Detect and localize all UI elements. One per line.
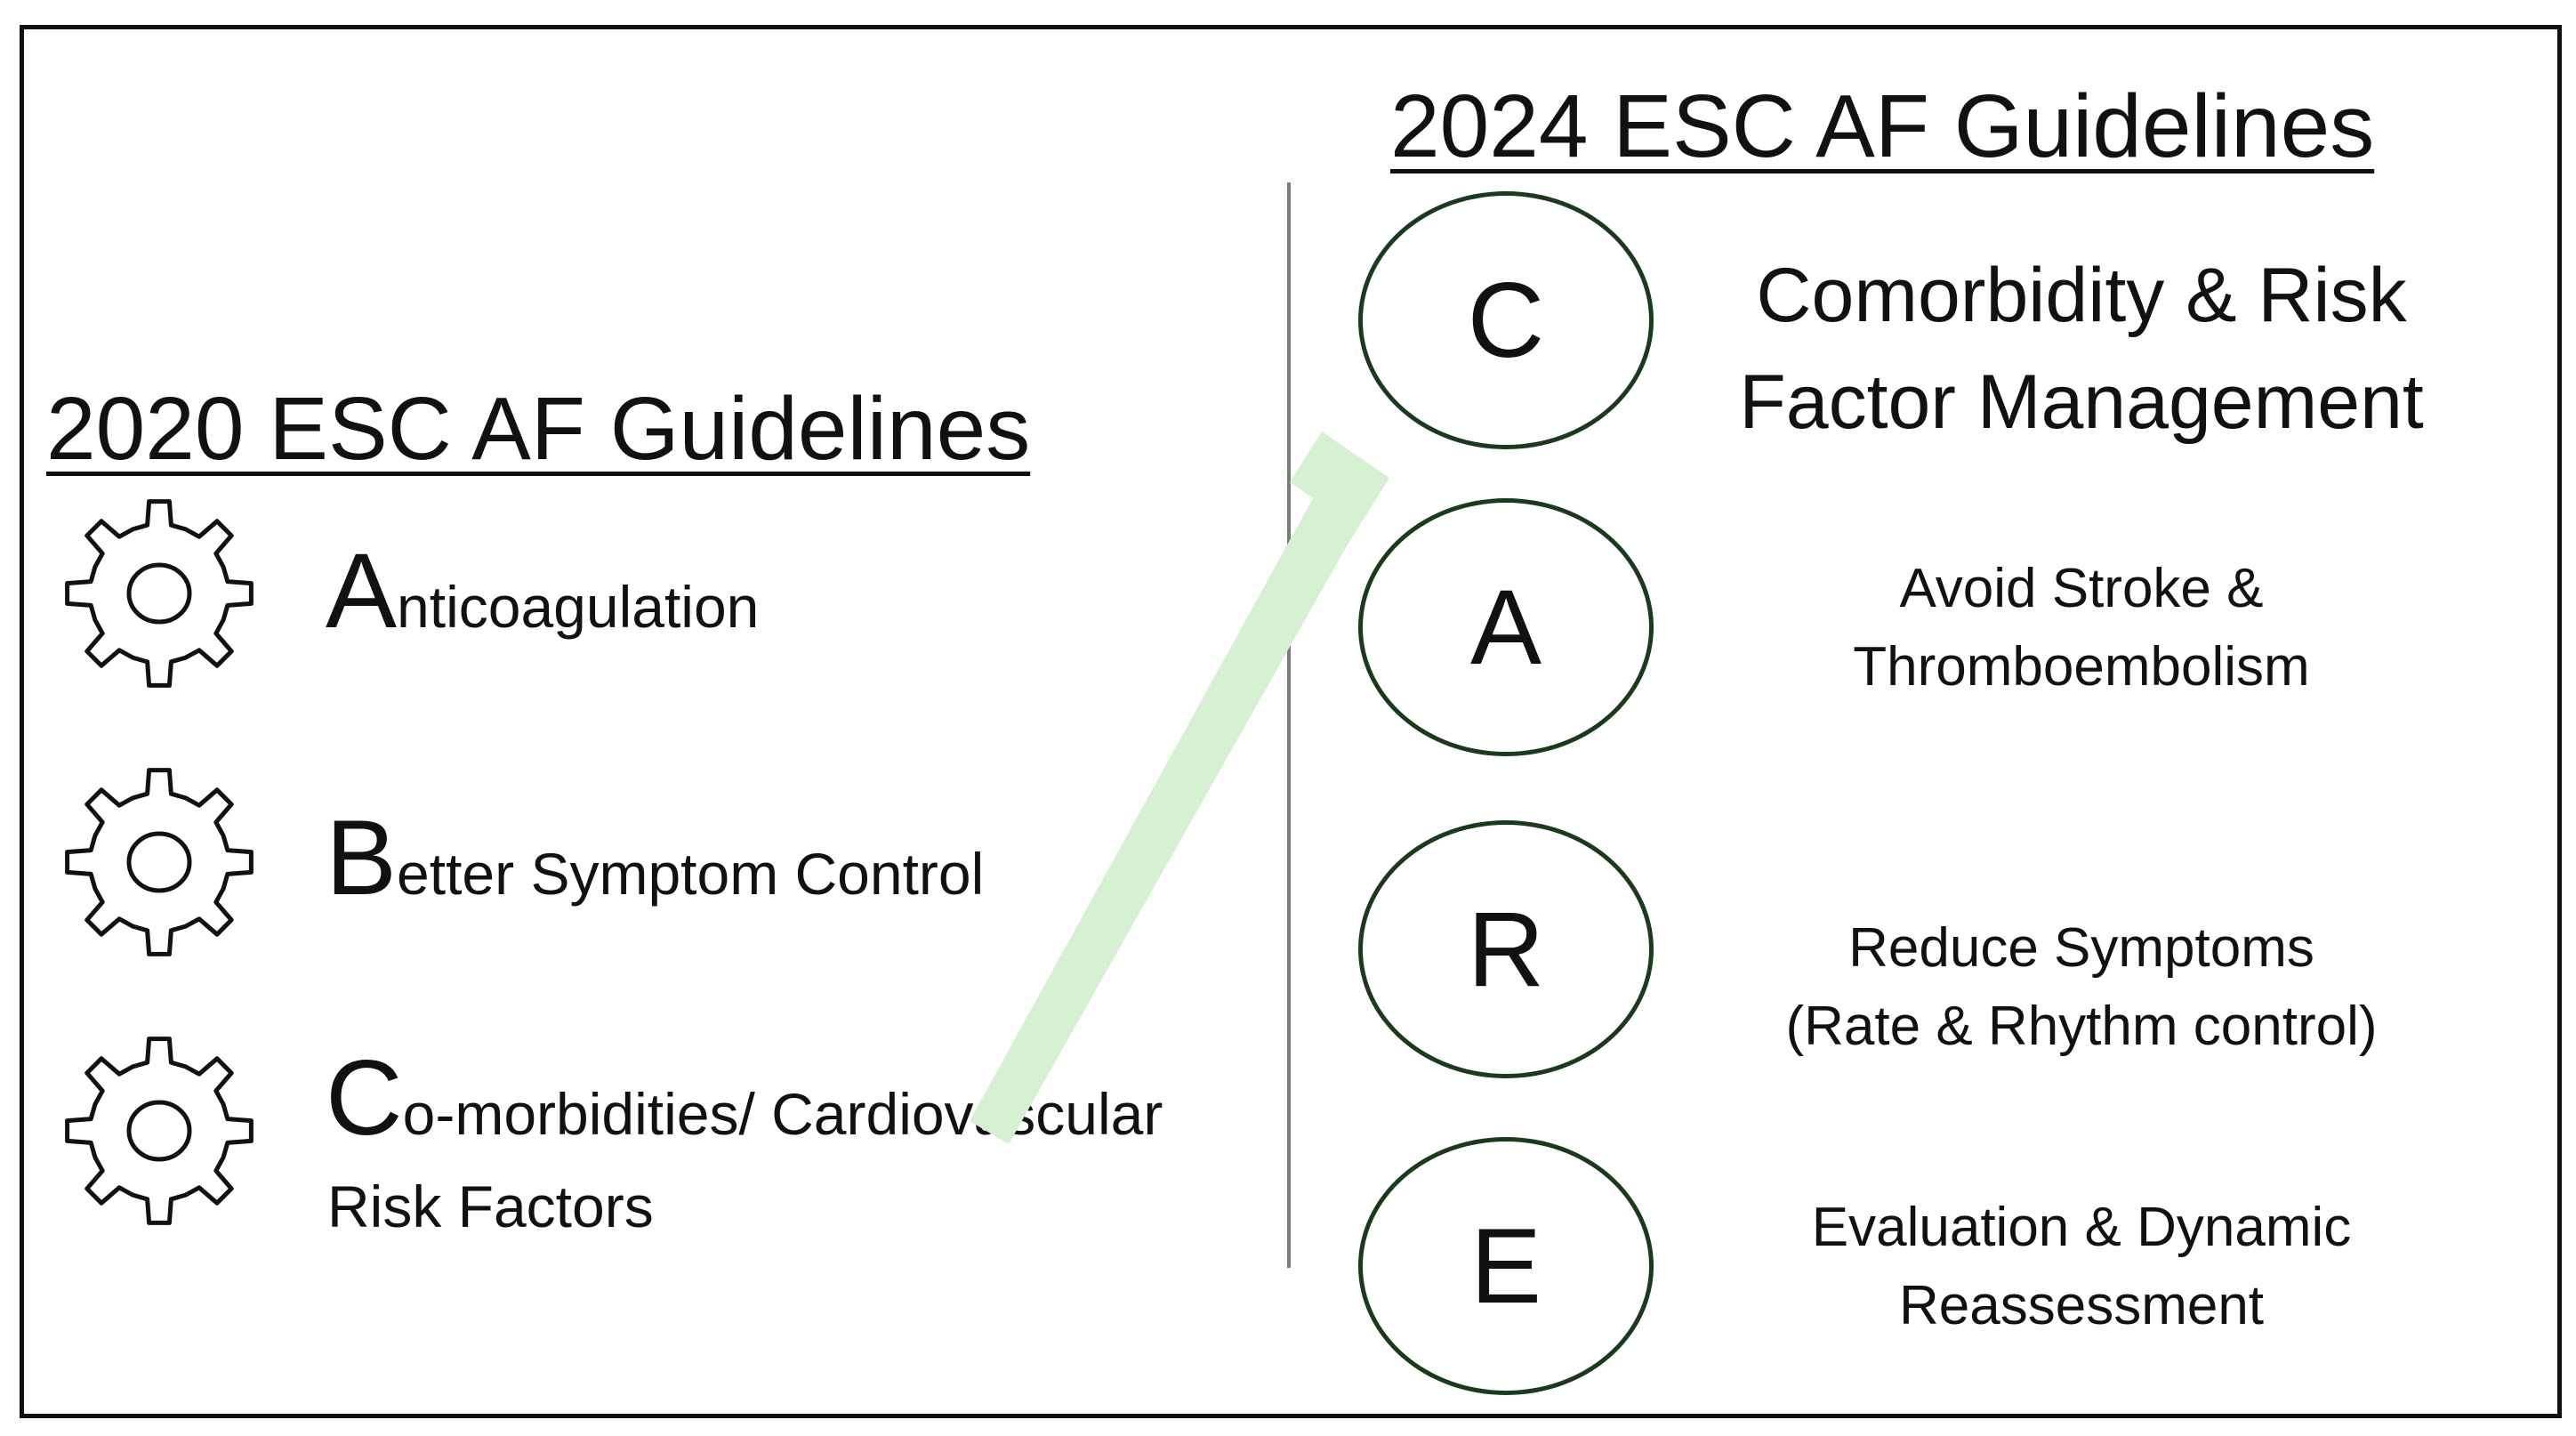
care-description-c: Comorbidity & Risk Factor Management bbox=[1654, 242, 2508, 456]
right-title: 2024 ESC AF Guidelines bbox=[1390, 77, 2375, 176]
description-line: Reduce Symptoms bbox=[1848, 917, 2314, 979]
gear-icon bbox=[65, 499, 254, 688]
left-title: 2020 ESC AF Guidelines bbox=[46, 379, 1031, 479]
left-item-comorbidities-line2: Risk Factors bbox=[327, 1174, 654, 1239]
letter-circle-a: A bbox=[1358, 498, 1654, 756]
description-line: Factor Management bbox=[1739, 359, 2424, 445]
letter-circle-c: C bbox=[1358, 191, 1654, 449]
description-line: Evaluation & Dynamic bbox=[1811, 1197, 2352, 1258]
care-description-e: Evaluation & Dynamic Reassessment bbox=[1654, 1189, 2508, 1345]
left-item-symptom-control: Better Symptom Control bbox=[326, 794, 984, 922]
description-line: (Rate & Rhythm control) bbox=[1785, 996, 2378, 1057]
left-item-anticoagulation: Anticoagulation bbox=[326, 527, 759, 655]
item-text: nticoagulation bbox=[397, 574, 760, 640]
description-line: Avoid Stroke & bbox=[1899, 558, 2264, 619]
care-description-a: Avoid Stroke & Thromboembolism bbox=[1654, 550, 2508, 706]
description-line: Reassessment bbox=[1898, 1275, 2265, 1336]
item-initial: A bbox=[326, 531, 398, 650]
diagram-frame bbox=[20, 25, 2562, 1418]
gear-icon bbox=[65, 768, 254, 956]
item-initial: C bbox=[326, 1038, 403, 1158]
letter-circle-e: E bbox=[1358, 1137, 1654, 1395]
description-line: Comorbidity & Risk bbox=[1756, 253, 2407, 338]
letter-circle-r: R bbox=[1358, 820, 1654, 1078]
gear-icon bbox=[65, 1037, 254, 1225]
item-text: etter Symptom Control bbox=[397, 841, 985, 907]
divider-line bbox=[1287, 182, 1291, 1268]
description-line: Thromboembolism bbox=[1853, 636, 2310, 698]
item-initial: B bbox=[326, 798, 398, 917]
care-description-r: Reduce Symptoms (Rate & Rhythm control) bbox=[1654, 909, 2508, 1066]
